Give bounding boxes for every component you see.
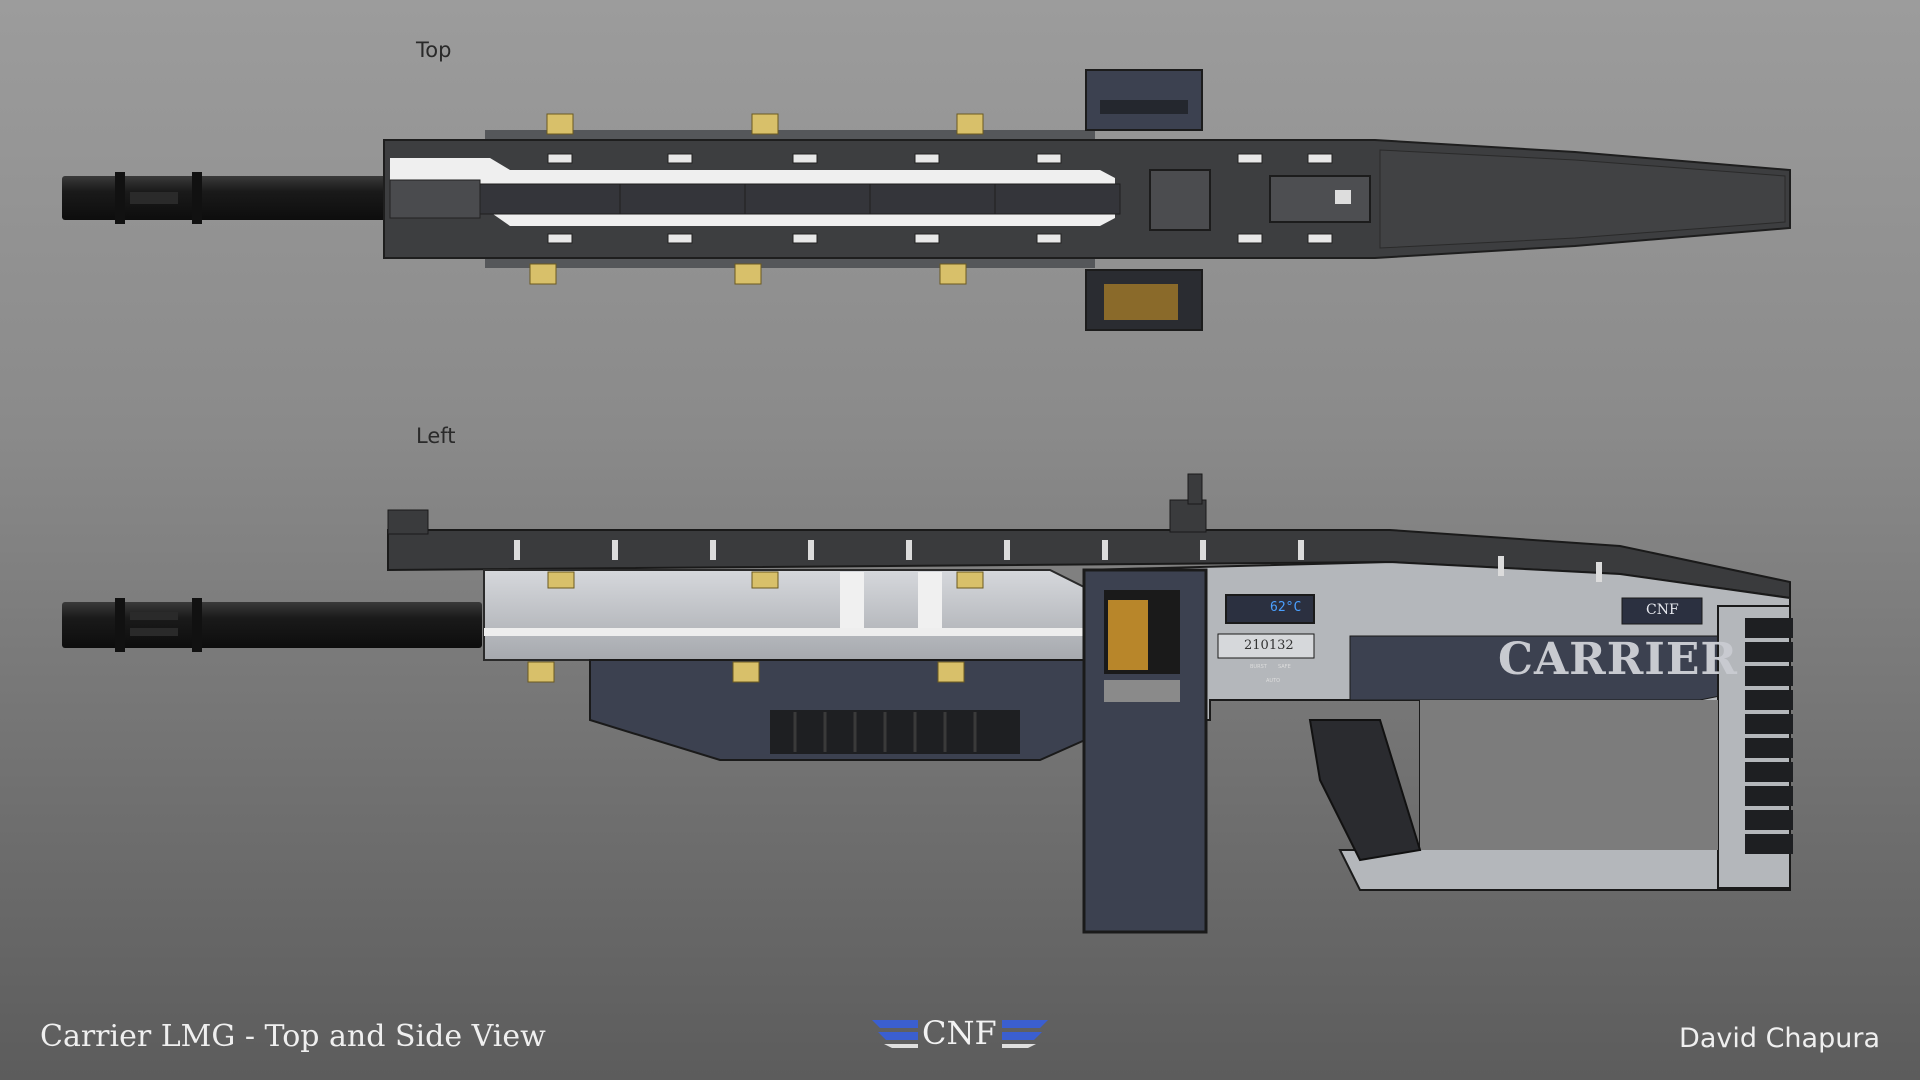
wings-icon [872, 1020, 1048, 1048]
top-barrel [62, 176, 392, 220]
side-brass-clip [937, 661, 965, 683]
side-handguard-white [840, 572, 864, 628]
temp-readout: 62°C [1270, 600, 1302, 615]
side-brass-clip [751, 571, 779, 589]
selector-label-auto: AUTO [1266, 678, 1281, 684]
side-rear-sight-post [1187, 473, 1203, 505]
cnf-logo: CNF [872, 1014, 1048, 1054]
top-white-stripe [390, 158, 1115, 184]
top-center-channel [469, 183, 1121, 215]
top-view-label: Top [416, 38, 452, 62]
top-sight-block [1149, 169, 1211, 231]
caption: Carrier LMG - Top and Side View [40, 1019, 546, 1054]
temp-display [1225, 594, 1315, 624]
top-muzzle-ring [192, 172, 202, 224]
side-muzzle-ring [115, 598, 125, 652]
badge-plate [1621, 597, 1703, 625]
top-brass-clip [734, 263, 762, 285]
side-front-sight [387, 509, 429, 535]
selector-label-safe: SAFE [1278, 664, 1291, 670]
top-rail-strip [485, 258, 1095, 268]
side-muzzle-ring [192, 598, 202, 652]
top-brass-clip [529, 263, 557, 285]
side-rear-sight [1169, 499, 1207, 533]
carrier-name-plate: CARRIER [1498, 634, 1738, 685]
side-handguard-band [484, 628, 1090, 636]
logo-text: CNF [922, 1014, 997, 1052]
side-brass-clip [732, 661, 760, 683]
side-brass-clip [547, 571, 575, 589]
badge-text: CNF [1646, 602, 1679, 618]
side-picatinny [770, 710, 1020, 754]
side-muzzle-slot [130, 612, 178, 620]
top-brass-clip [956, 113, 984, 135]
top-brass-clip [751, 113, 779, 135]
side-brass-clip [527, 661, 555, 683]
top-brass-clip [546, 113, 574, 135]
serial-plate [1217, 633, 1315, 659]
left-view-label: Left [416, 424, 456, 448]
top-ammo-rounds [1104, 284, 1178, 320]
side-grip [1308, 719, 1422, 862]
side-muzzle-slot [130, 628, 178, 636]
side-ammo-rounds [1108, 600, 1148, 670]
side-stock-frame-inner [1420, 700, 1718, 850]
side-ammo-hazard [1104, 680, 1180, 702]
author: David Chapura [1679, 1023, 1880, 1054]
side-handguard-white [918, 572, 942, 628]
top-brass-clip [939, 263, 967, 285]
top-ammo-box-vent [1100, 100, 1188, 114]
side-view-weapon [62, 473, 1793, 934]
top-view-weapon [62, 69, 1791, 331]
top-muzzle-slot [130, 192, 178, 204]
side-brass-clip [956, 571, 984, 589]
top-bolt-square [1335, 190, 1351, 204]
top-muzzle-ring [115, 172, 125, 224]
top-stock [1379, 149, 1786, 249]
side-handguard [483, 569, 1091, 661]
serial-number: 210132 [1244, 638, 1294, 653]
top-bolt-housing [1269, 175, 1371, 223]
selector-label-burst: BURST [1250, 664, 1267, 670]
top-rail-strip [485, 130, 1095, 140]
top-front-cap [389, 179, 481, 219]
top-white-stripe [390, 212, 1115, 226]
